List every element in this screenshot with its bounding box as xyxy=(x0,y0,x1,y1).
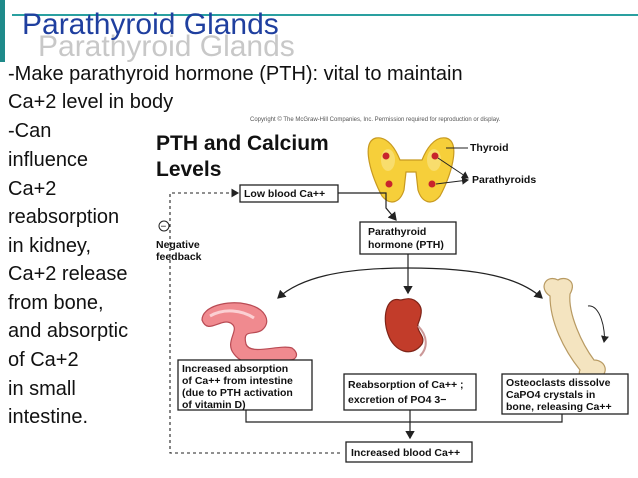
intestine-text-line1: Increased absorption xyxy=(182,363,288,375)
bone-text-line1: Osteoclasts dissolve xyxy=(506,377,611,389)
arrow-to-bone xyxy=(407,267,543,299)
text-line: in small xyxy=(8,378,76,400)
pth-text-line1: Parathyroid xyxy=(368,226,426,238)
negative-feedback-line2: feedback xyxy=(156,251,202,263)
minus-icon: − xyxy=(161,222,167,233)
slide-title: Parathyroid Glands xyxy=(22,8,279,41)
title-shadow: Parathyroid Glands xyxy=(38,30,295,63)
text-line: reabsorption xyxy=(8,206,120,228)
pth-box: Parathyroid hormone (PTH) xyxy=(359,221,457,255)
text-line: of Ca+2 xyxy=(8,349,79,371)
arrow-to-intestine xyxy=(277,267,409,299)
parathyroid-glands-icon xyxy=(382,152,439,188)
text-line: Ca+2 xyxy=(8,178,57,200)
parathyroid-pointer-lower xyxy=(435,176,469,185)
text-line: Ca+2 release xyxy=(8,263,128,285)
title-rule xyxy=(12,14,638,16)
figure-heading: PTH and Calcium xyxy=(156,132,329,155)
pth-calcium-diagram: Copyright © The McGraw-Hill Companies, I… xyxy=(156,116,629,463)
left-accent-bar xyxy=(0,0,5,62)
kidney-icon xyxy=(384,298,427,357)
text-line: in kidney, xyxy=(8,235,92,257)
low-calcium-box: Low blood Ca++ xyxy=(239,184,339,203)
intestine-text-line4: of vitamin D) xyxy=(182,399,246,411)
kidney-box: Reabsorption of Ca++ ; excretion of PO4 … xyxy=(343,373,477,411)
feedback-dashed-arrow xyxy=(169,188,340,454)
negative-feedback-line1: Negative xyxy=(156,239,200,251)
low-to-pth-arrow xyxy=(338,192,397,221)
text-line: -Can xyxy=(8,120,52,142)
text-line: influence xyxy=(8,149,89,171)
intestine-text-line3: (due to PTH activation xyxy=(182,387,293,399)
bone-box: Osteoclasts dissolve CaPO4 crystals in b… xyxy=(501,373,629,415)
bone-pointer xyxy=(587,305,609,343)
bone-text-line3: bone, releasing Ca++ xyxy=(506,401,612,413)
thyroid-gland-icon xyxy=(367,137,455,203)
increased-calcium-box: Increased blood Ca++ xyxy=(345,441,473,463)
text-line: from bone, xyxy=(8,292,104,314)
intestine-text-line2: of Ca++ from intestine xyxy=(182,375,293,387)
parathyroid-pointer xyxy=(437,157,469,179)
thyroid-label: Thyroid xyxy=(470,142,509,154)
converge-bracket xyxy=(245,410,563,423)
bone-icon xyxy=(543,277,606,382)
kidney-text-line2: excretion of PO4 3− xyxy=(348,394,446,406)
text-line: and absorptic xyxy=(8,320,129,342)
intestine-icon xyxy=(201,302,298,366)
pth-text-line2: hormone (PTH) xyxy=(368,239,444,251)
low-calcium-text: Low blood Ca++ xyxy=(244,188,325,200)
negative-feedback: − Negative feedback xyxy=(156,220,202,263)
text-line: -Make parathyroid hormone (PTH): vital t… xyxy=(8,63,463,85)
kidney-text-line1: Reabsorption of Ca++ ; xyxy=(348,379,464,391)
text-line: Ca+2 level in body xyxy=(8,91,174,113)
text-line: intestine. xyxy=(8,406,89,428)
increased-calcium-text: Increased blood Ca++ xyxy=(351,447,460,459)
intestine-box: Increased absorption of Ca++ from intest… xyxy=(177,359,313,411)
figure-heading-line2: Levels xyxy=(156,158,221,181)
parathyroids-label: Parathyroids xyxy=(472,174,536,186)
copyright-note: Copyright © The McGraw-Hill Companies, I… xyxy=(250,116,501,123)
bone-text-line2: CaPO4 crystals in xyxy=(506,389,595,401)
